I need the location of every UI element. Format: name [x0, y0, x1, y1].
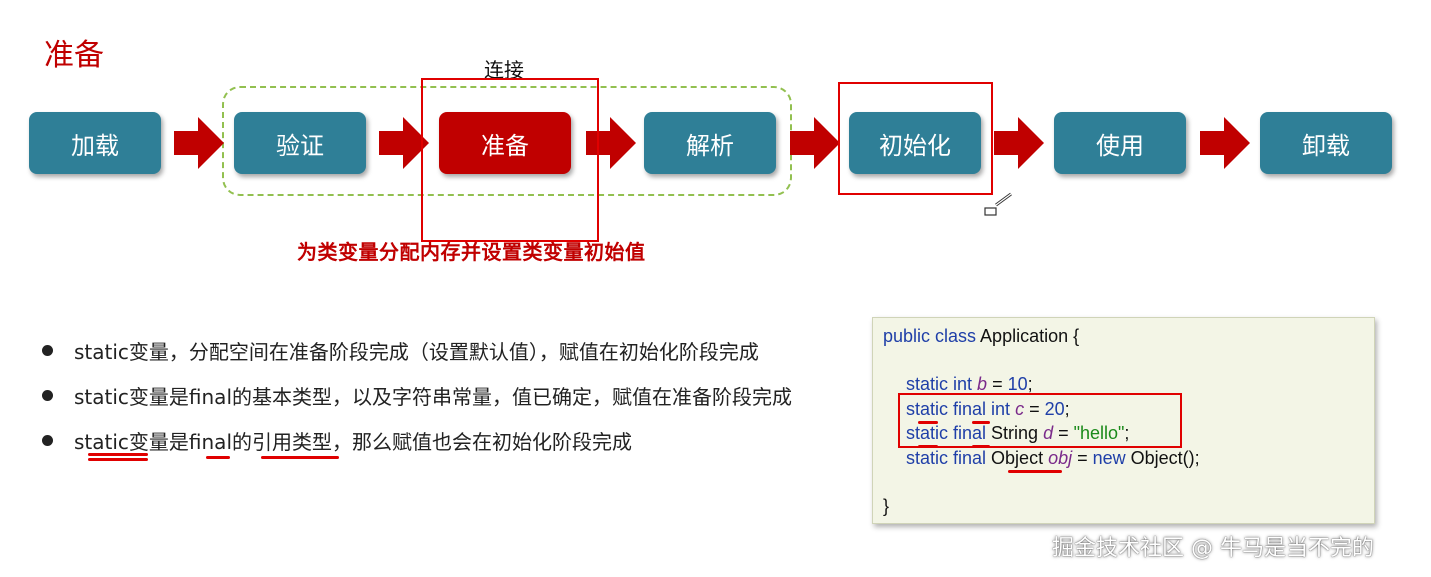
bullet-dot-icon [42, 390, 53, 401]
flow-arrow-icon [1200, 117, 1250, 169]
underline-mark [918, 421, 938, 424]
bullet-item: static变量是final的引用类型，那么赋值也会在初始化阶段完成 [42, 426, 632, 455]
watermark: 掘金技术社区 @ 牛马是当不完的 [1052, 536, 1374, 561]
underline-mark [972, 421, 990, 424]
underline-mark [88, 458, 148, 461]
flow-arrow-icon [379, 117, 429, 169]
underline-mark [918, 445, 938, 448]
flow-arrow-icon [994, 117, 1044, 169]
flow-arrow-icon [174, 117, 224, 169]
preparation-highlight-box [421, 78, 599, 242]
underline-mark [972, 445, 990, 448]
bullet-text: static变量是final的引用类型，那么赋值也会在初始化阶段完成 [74, 430, 632, 454]
stage-resolution: 解析 [644, 112, 776, 174]
code-line: static int b = 10; [906, 374, 1033, 394]
underline-mark [88, 453, 148, 456]
underline-mark [261, 456, 339, 459]
initialization-highlight-box [838, 82, 993, 195]
code-line: static final String d = "hello"; [906, 423, 1130, 443]
stage-initialization: 初始化 [849, 112, 981, 174]
bullet-text: static变量是final的基本类型，以及字符串常量，值已确定，赋值在准备阶段… [74, 385, 792, 409]
flow-arrow-icon [586, 117, 636, 169]
bullet-item: static变量，分配空间在准备阶段完成（设置默认值），赋值在初始化阶段完成 [42, 336, 759, 365]
stage-using: 使用 [1054, 112, 1186, 174]
page-title: 准备 [44, 38, 104, 73]
underline-mark [1008, 470, 1062, 473]
bullet-item: static变量是final的基本类型，以及字符串常量，值已确定，赋值在准备阶段… [42, 381, 792, 410]
bullet-dot-icon [42, 435, 53, 446]
flow-arrow-icon [790, 117, 840, 169]
stage-unloading: 卸载 [1260, 112, 1392, 174]
preparation-description: 为类变量分配内存并设置类变量初始值 [297, 240, 646, 264]
code-line: static final Object obj = new Object(); [906, 448, 1200, 468]
stage-loading: 加载 [29, 112, 161, 174]
final-fields-highlight-box [898, 393, 1182, 448]
stage-preparation: 准备 [439, 112, 571, 174]
code-block: public class Application { static int b … [872, 317, 1375, 524]
code-line: public class Application { [883, 326, 1080, 346]
code-line: static final int c = 20; [906, 399, 1070, 419]
bullet-text: static变量，分配空间在准备阶段完成（设置默认值），赋值在初始化阶段完成 [74, 340, 759, 364]
underline-mark [206, 456, 230, 459]
bullet-dot-icon [42, 345, 53, 356]
stage-verification: 验证 [234, 112, 366, 174]
code-line: } [883, 496, 890, 516]
pen-cursor-icon [984, 192, 1012, 216]
